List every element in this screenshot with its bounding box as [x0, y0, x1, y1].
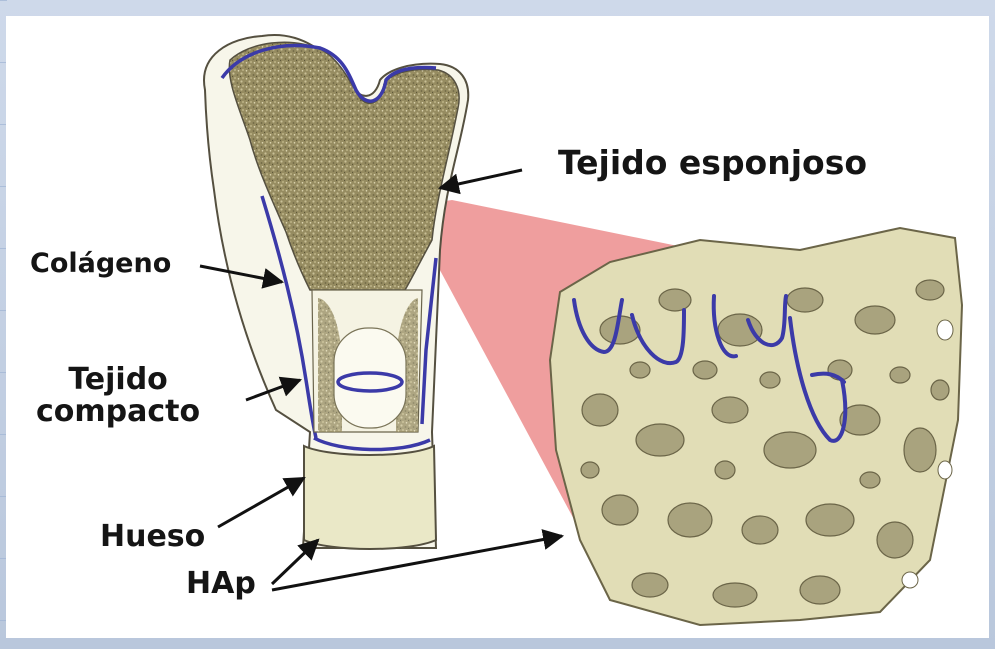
label-hueso: Hueso	[100, 521, 205, 553]
label-hap: HAp	[186, 568, 256, 600]
label-tejido-esponjoso: Tejido esponjoso	[558, 146, 867, 181]
label-tejido-compacto: Tejido compacto	[36, 364, 200, 427]
hap-cylinder	[304, 446, 436, 549]
collagen-ring	[338, 373, 402, 391]
label-colageno: Colágeno	[30, 250, 171, 278]
arrow-icon	[272, 540, 318, 584]
arrow-icon	[218, 478, 304, 527]
label-tejido-compacto-line1: Tejido	[36, 364, 200, 396]
label-tejido-compacto-line2: compacto	[36, 396, 200, 428]
trabecular-block	[550, 228, 962, 625]
